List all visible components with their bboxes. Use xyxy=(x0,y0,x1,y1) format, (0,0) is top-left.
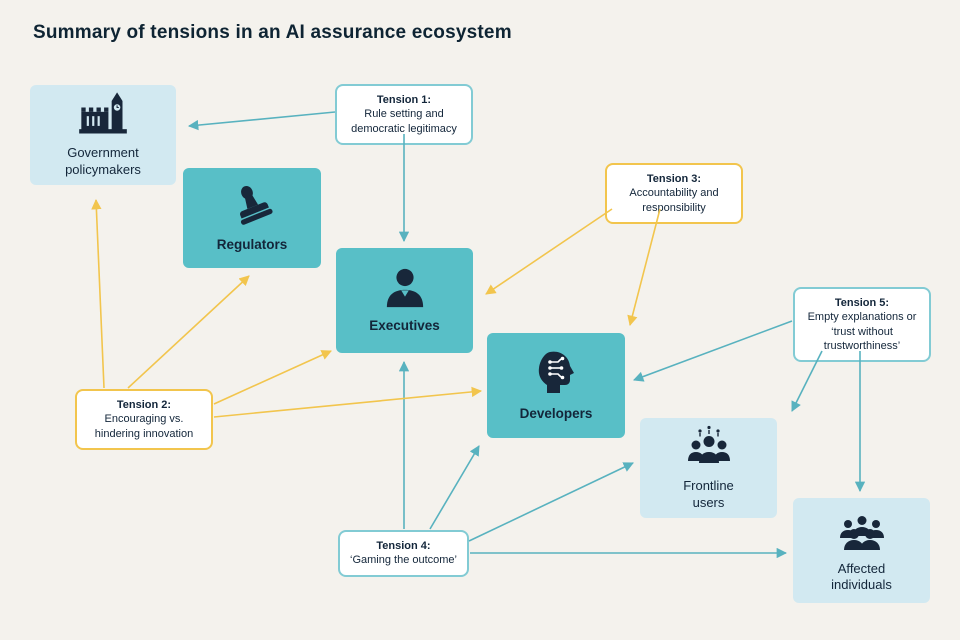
executive-icon xyxy=(382,267,428,309)
node-label: Executives xyxy=(369,317,440,333)
node-regulators: Regulators xyxy=(183,168,321,268)
tension-3-box: Tension 3: Accountability and responsibi… xyxy=(605,163,743,224)
stamp-icon xyxy=(227,182,277,228)
tension-body: Rule setting and democratic legitimacy xyxy=(351,108,457,135)
arrow-tension3-executives xyxy=(485,208,613,295)
arrow-tension4-developers xyxy=(429,445,480,530)
node-affected-individuals: Affected individuals xyxy=(793,498,930,603)
tension-4-box: Tension 4: ‘Gaming the outcome’ xyxy=(338,530,469,577)
arrow-tension1-government xyxy=(187,111,336,131)
tension-body: ‘Gaming the outcome’ xyxy=(350,554,457,567)
ai-head-icon xyxy=(538,351,574,393)
node-label: Government policymakers xyxy=(65,145,141,177)
user-group-icon xyxy=(684,425,734,469)
tension-title: Tension 4: xyxy=(376,540,431,552)
node-frontline-users: Frontline users xyxy=(640,418,777,518)
tension-title: Tension 3: xyxy=(646,173,702,185)
tension-title: Tension 5: xyxy=(834,297,890,309)
tension-title: Tension 2: xyxy=(116,399,172,411)
page-title: Summary of tensions in an AI assurance e… xyxy=(33,22,512,43)
node-label: Developers xyxy=(519,405,593,421)
crowd-icon xyxy=(837,508,887,552)
node-label: Affected individuals xyxy=(831,560,892,592)
arrow-tension2-developers xyxy=(213,386,483,418)
node-government-policymakers: Government policymakers xyxy=(30,85,176,185)
arrow-tension2-regulators xyxy=(127,275,250,389)
node-developers: Developers xyxy=(487,333,625,438)
arrow-tension2-government xyxy=(91,198,105,389)
node-label: Frontline users xyxy=(683,478,734,510)
node-label: Regulators xyxy=(216,237,288,253)
arrow-tension2-executives xyxy=(213,350,332,405)
tension-title: Tension 1: xyxy=(376,94,432,106)
arrow-tension5-developers xyxy=(633,320,793,382)
node-executives: Executives xyxy=(336,248,473,353)
arrow-tension3-developers xyxy=(627,208,661,327)
tension-1-box: Tension 1: Rule setting and democratic l… xyxy=(335,84,473,145)
tension-2-box: Tension 2: Encouraging vs. hindering inn… xyxy=(75,389,213,450)
tension-body: Empty explanations or ‘trust without tru… xyxy=(807,311,917,352)
tension-body: Encouraging vs. hindering innovation xyxy=(94,413,194,440)
parliament-icon xyxy=(77,92,129,136)
tension-body: Accountability and responsibility xyxy=(629,187,719,214)
tension-5-box: Tension 5: Empty explanations or ‘trust … xyxy=(793,287,931,363)
arrow-tension4-frontline xyxy=(468,462,634,542)
